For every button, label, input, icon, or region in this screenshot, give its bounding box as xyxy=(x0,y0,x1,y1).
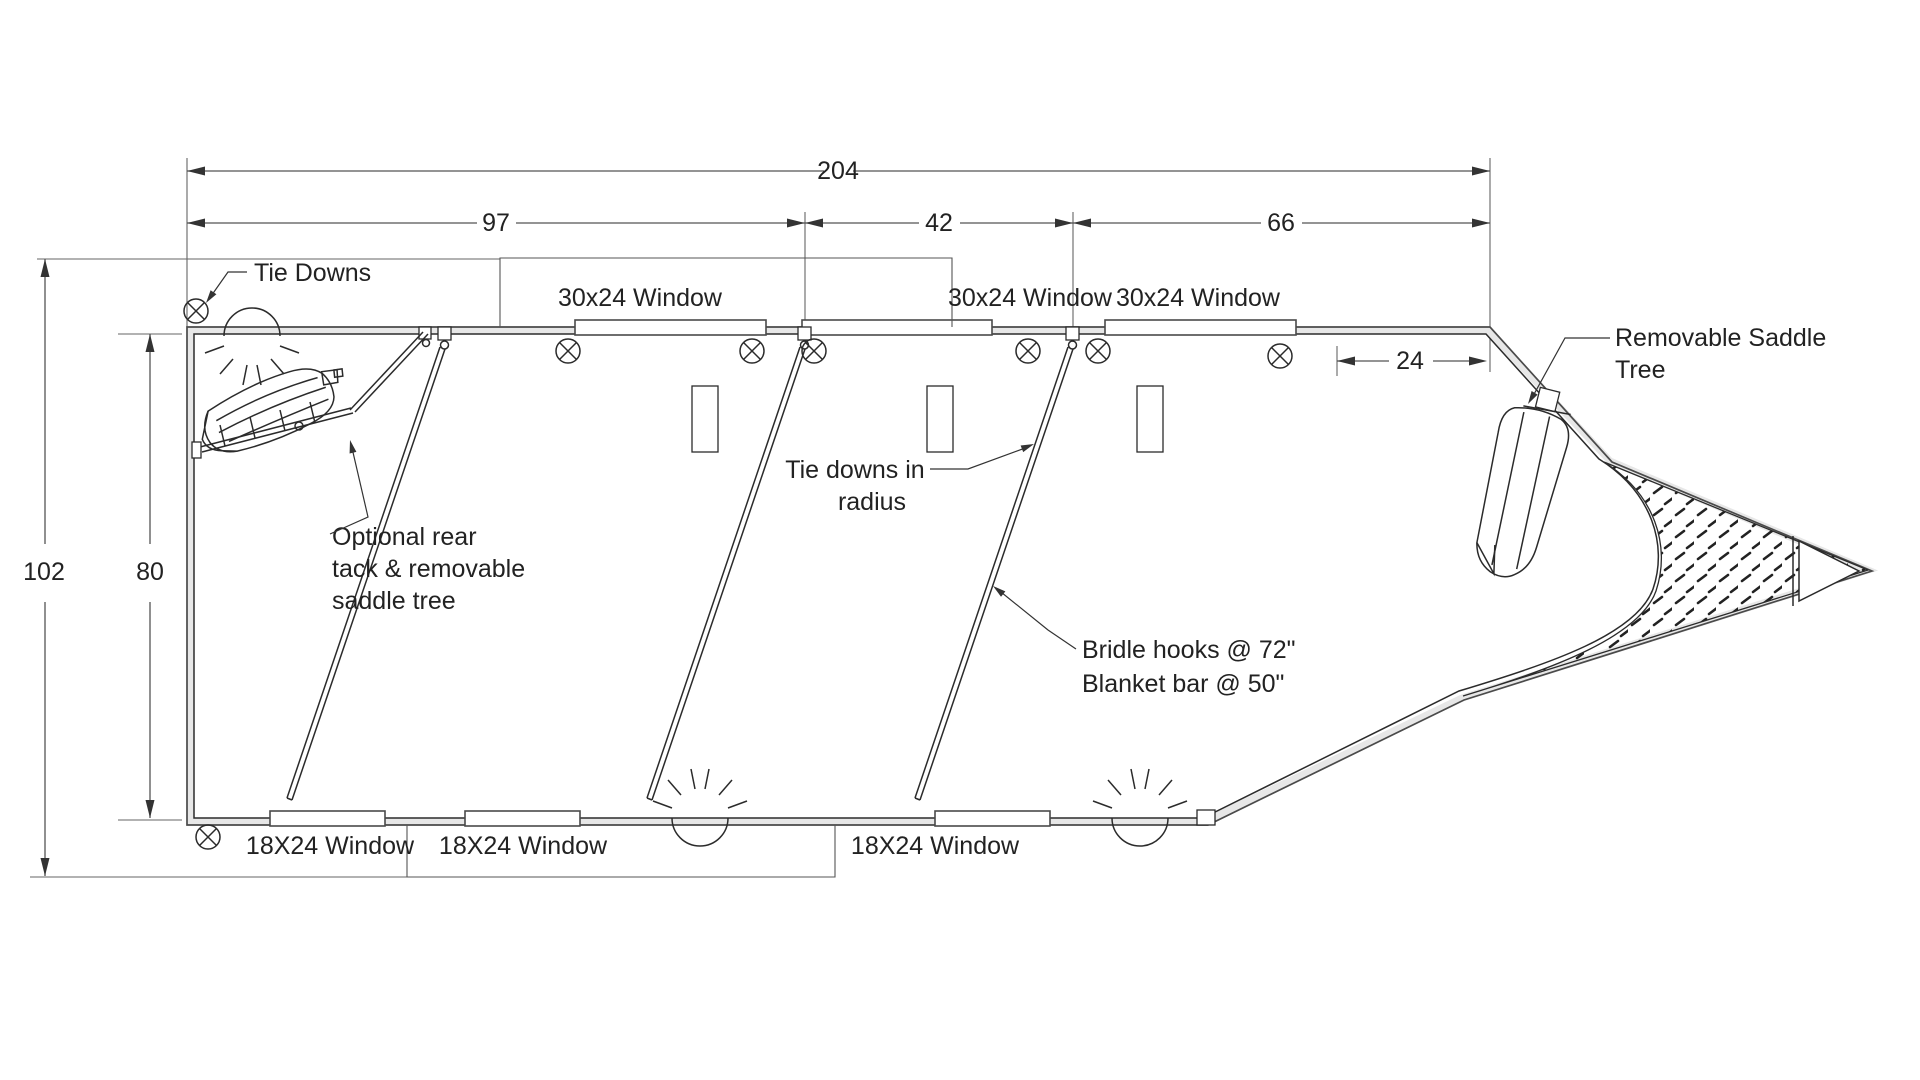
tie-down-icons xyxy=(183,298,1293,850)
dome-light-icon-rear xyxy=(204,307,300,386)
dim-middle-section: 42 xyxy=(925,209,953,237)
label-window-bottom-2: 18X24 Window xyxy=(439,832,608,860)
dimensions: 204 97 42 66 xyxy=(23,157,1491,878)
window-bottom-2 xyxy=(464,810,581,827)
label-window-bottom-1: 18X24 Window xyxy=(246,832,415,860)
tie-down-icon xyxy=(1085,338,1111,364)
label-tie-radius-2: radius xyxy=(838,488,906,516)
annotations: Tie Downs 30x24 Window 30x24 Window 30x2… xyxy=(206,257,1826,878)
saddle-rack xyxy=(191,401,354,459)
dimension-97: 97 xyxy=(187,209,805,237)
dimension-42: 42 xyxy=(805,209,1073,237)
tie-down-icon xyxy=(1267,343,1293,369)
window-bottom-1 xyxy=(269,810,386,827)
dome-light-icon-mid xyxy=(652,768,748,847)
stall-divider-1 xyxy=(286,326,452,801)
dim-rear-section: 97 xyxy=(482,209,510,237)
fixtures xyxy=(183,298,1571,850)
dim-gooseneck-width: 24 xyxy=(1396,347,1424,375)
label-window-bottom-3: 18X24 Window xyxy=(851,832,1020,860)
tie-down-icon xyxy=(183,298,209,324)
saddle-icon-rear xyxy=(201,367,344,453)
dimension-24: 24 xyxy=(1337,347,1487,375)
stall-divider-2 xyxy=(646,326,812,801)
window-top-3 xyxy=(1104,319,1297,336)
tack-wall xyxy=(349,326,432,413)
wall-end-cap xyxy=(1196,809,1216,826)
stall-fixture-3 xyxy=(1136,385,1164,453)
stall-divider-3 xyxy=(914,326,1080,801)
label-optional-rear-1: Optional rear xyxy=(332,523,477,551)
stall-fixture-2 xyxy=(926,385,954,453)
label-window-top-2: 30x24 Window xyxy=(948,284,1113,312)
tie-down-icon xyxy=(801,338,827,364)
label-optional-rear-2: tack & removable xyxy=(332,555,525,583)
window-bottom-3 xyxy=(934,810,1051,827)
label-bridle-hooks: Bridle hooks @ 72" xyxy=(1082,636,1296,664)
tie-down-icon xyxy=(1015,338,1041,364)
dim-interior-width: 80 xyxy=(136,558,164,586)
window-top-2 xyxy=(801,319,993,336)
label-tie-downs: Tie Downs xyxy=(254,259,371,287)
label-removable-saddle-1: Removable Saddle xyxy=(1615,324,1826,352)
dim-overall-length: 204 xyxy=(817,157,859,185)
label-removable-saddle-2: Tree xyxy=(1615,356,1665,384)
callout-box-bottom xyxy=(406,825,836,878)
dimension-102: 102 xyxy=(23,259,65,876)
diamond-plate-nose xyxy=(1462,461,1870,697)
callout-box-top xyxy=(499,257,953,327)
trailer-shell xyxy=(186,319,1879,827)
label-blanket-bar: Blanket bar @ 50" xyxy=(1082,670,1284,698)
window-top-1 xyxy=(574,319,767,336)
inner-wall xyxy=(193,333,1660,819)
tie-down-icon xyxy=(739,338,765,364)
saddle-icon-gooseneck xyxy=(1476,386,1571,578)
label-tie-radius-1: Tie downs in xyxy=(785,456,924,484)
dim-front-section: 66 xyxy=(1267,209,1295,237)
dome-light-icon-front xyxy=(1092,768,1188,847)
label-window-top-3: 30x24 Window xyxy=(1116,284,1281,312)
dimension-204: 204 xyxy=(187,157,1490,185)
dimension-66: 66 xyxy=(1073,209,1490,237)
dimension-80: 80 xyxy=(136,334,164,818)
tie-down-icon xyxy=(195,824,221,850)
coupler-icon xyxy=(1798,539,1861,603)
tie-down-icon xyxy=(555,338,581,364)
label-window-top-1: 30x24 Window xyxy=(558,284,723,312)
label-optional-rear-3: saddle tree xyxy=(332,587,456,615)
dim-overall-width: 102 xyxy=(23,558,65,586)
stall-fixture-1 xyxy=(691,385,719,453)
